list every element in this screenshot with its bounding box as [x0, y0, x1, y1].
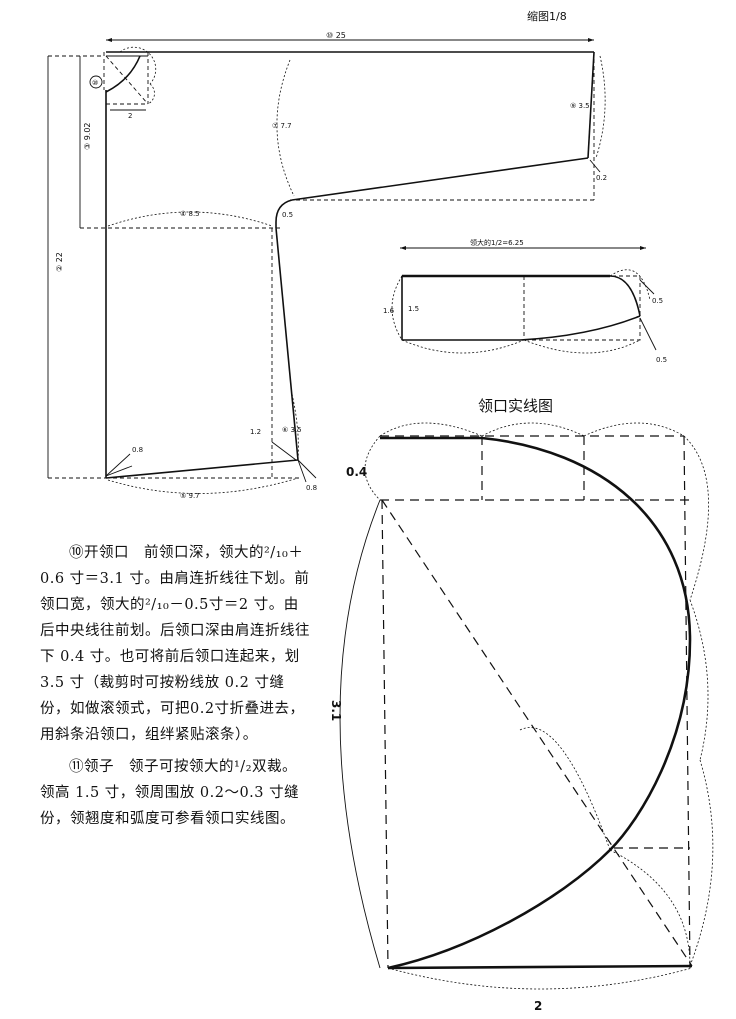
- collar-paragraph: ⑪领子 领子可按领大的¹/₂双裁。领高 1.5 寸，领周围放 0.2～0.3 寸…: [40, 759, 300, 827]
- front-depth-arc: [339, 499, 381, 969]
- hem-right-offset: 0.8: [306, 484, 317, 492]
- hem-left-offset: 0.8: [132, 446, 143, 454]
- cuff-offset: 0.2: [596, 174, 607, 182]
- front-neck-curve-heavy: [387, 436, 692, 970]
- garment-pattern: ⑩ 25 ② 22 ③ 9.02: [47, 31, 607, 500]
- instruction-text: ⑩开领口 前领口深，领大的²/₁₀＋0.6 寸＝3.1 寸。由肩连折线往下划。前…: [40, 540, 310, 832]
- width-label: ⑩ 25: [326, 31, 346, 40]
- neck-mark: ⑩: [92, 79, 98, 87]
- underarm-label: 0.5: [282, 211, 293, 219]
- cuff-line: [587, 51, 595, 159]
- cuff-label: ⑨ 3.5: [570, 102, 590, 110]
- hem-label: ⑤ 9.7: [180, 492, 200, 500]
- front-depth-label: 3.1: [329, 700, 343, 721]
- collar-tip-top: 0.5: [652, 297, 663, 305]
- sleeve-label: ⑦ 7.7: [272, 122, 292, 130]
- hem-line: [105, 459, 299, 479]
- neck-bottom-line: [387, 964, 693, 970]
- shoulder-drop-label: ③ 9.02: [83, 122, 92, 150]
- neck-diagonal: [381, 499, 693, 967]
- front-neck-curve: [105, 55, 141, 93]
- neck-width-bottom-label: 2: [534, 999, 542, 1013]
- chest-label: ④ 8.5: [180, 210, 200, 218]
- back-depth-label: 0.4: [346, 465, 367, 479]
- side-seam-line: [275, 227, 299, 461]
- collar-height-outer: 1.6: [383, 307, 395, 315]
- neck-opening-paragraph: ⑩开领口 前领口深，领大的²/₁₀＋0.6 寸＝3.1 寸。由肩连折线往下划。前…: [40, 545, 310, 743]
- total-length-label: ② 22: [55, 252, 64, 272]
- side-offset: 1.2: [250, 428, 261, 436]
- neck-width-label: 2: [128, 112, 132, 120]
- chest-arc: [107, 211, 273, 227]
- hem-arc: [107, 477, 299, 494]
- collar-tip-bottom: 0.5: [656, 356, 667, 364]
- neckline-title: 领口实线图: [478, 397, 553, 415]
- sleeve-arc: [276, 59, 295, 197]
- collar-length-label: 领大的1/2=6.25: [470, 238, 524, 247]
- neckline-detail: 领口实线图 0.4 3.1 2: [329, 397, 714, 1013]
- scale-label: 缩图1/8: [527, 10, 567, 23]
- collar-pattern: 领大的1/2=6.25 1.6 1.5 0.5 0.5: [383, 238, 667, 364]
- collar-height-inner: 1.5: [408, 305, 419, 313]
- collar-bottom-curve: [402, 315, 641, 341]
- neck-mark-circle: [89, 75, 103, 89]
- sleeve-underarm-line: [291, 157, 589, 201]
- side-label: ⑥ 3.5: [282, 426, 302, 434]
